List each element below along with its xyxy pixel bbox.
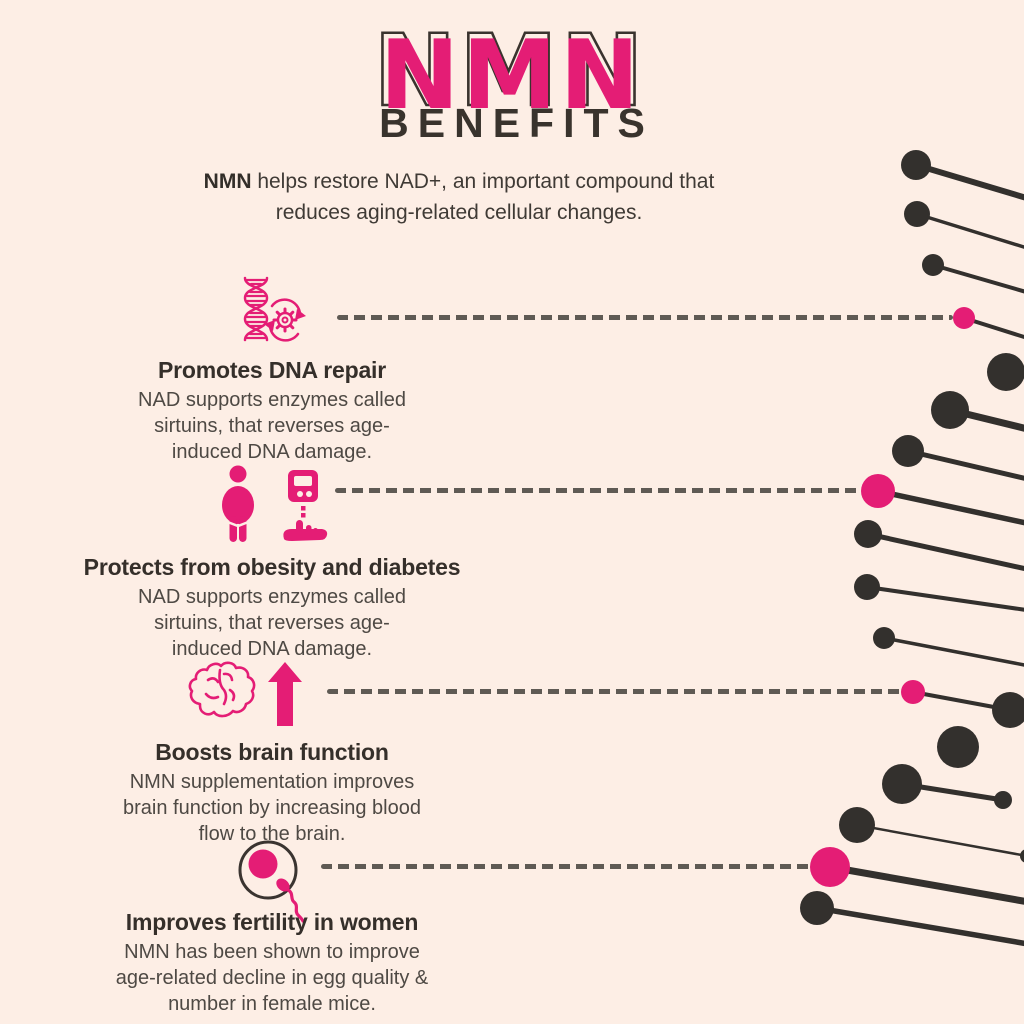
section-dna-repair: Promotes DNA repair NAD supports enzymes…	[72, 276, 472, 465]
page-subtitle: BENEFITS	[379, 100, 654, 146]
page-title-outline: NMN	[373, 14, 646, 128]
intro-line1: helps restore NAD+, an important compoun…	[251, 170, 715, 193]
brain-icon	[188, 661, 256, 718]
section-body: NAD supports enzymes called sirtuins, th…	[138, 586, 406, 660]
obese-person-icon	[222, 465, 254, 542]
fertility-icon	[238, 840, 305, 923]
section-body: NAD supports enzymes called sirtuins, th…	[138, 389, 406, 463]
intro-line2: reduces aging-related cellular changes.	[275, 201, 643, 224]
page-title: NMN NMN	[372, 13, 646, 128]
gear-icon	[272, 307, 298, 333]
section-fertility: Improves fertility in women NMN has been…	[72, 832, 472, 1017]
section-heading: Promotes DNA repair	[158, 357, 386, 383]
obesity-diabetes-icon	[222, 465, 328, 542]
dna-helix-illustration	[800, 150, 1024, 947]
egg-cell-outline	[238, 840, 298, 900]
connector-dashed-line-1	[337, 315, 953, 320]
circular-arrows-icon	[264, 298, 306, 342]
connector-dashed-line-4	[321, 864, 810, 869]
section-heading: Protects from obesity and diabetes	[83, 554, 461, 580]
helix-pink-dot-4	[810, 847, 850, 887]
intro-highlight: NMN	[203, 170, 252, 193]
intro-text: NMN helps restore NAD+, an important com…	[59, 166, 859, 228]
connector-dashed-line-3	[327, 689, 901, 694]
sperm-icon	[276, 878, 305, 923]
section-brain-function: Boosts brain function NMN supplementatio…	[72, 660, 472, 847]
page-title-text: NMN	[380, 21, 643, 128]
up-arrow-icon	[268, 662, 302, 726]
dna-repair-icon	[243, 276, 306, 342]
brain-function-icon	[188, 661, 302, 726]
helix-pink-dot-1	[953, 307, 975, 329]
egg-nucleus	[248, 849, 278, 879]
glucose-meter-icon	[283, 470, 328, 541]
section-body: NMN has been shown to improve age-relate…	[115, 941, 429, 1015]
section-heading: Improves fertility in women	[125, 909, 419, 935]
section-body: NMN supplementation improves brain funct…	[123, 771, 421, 845]
helix-pink-dot-2	[861, 474, 895, 508]
dna-helix-dots	[800, 150, 1024, 925]
section-obesity-diabetes: Protects from obesity and diabetes NAD s…	[72, 464, 472, 662]
section-heading: Boosts brain function	[155, 739, 389, 765]
helix-pink-dot-3	[901, 680, 925, 704]
connector-dashed-line-2	[335, 488, 861, 493]
dna-helix-rungs	[816, 162, 1024, 947]
